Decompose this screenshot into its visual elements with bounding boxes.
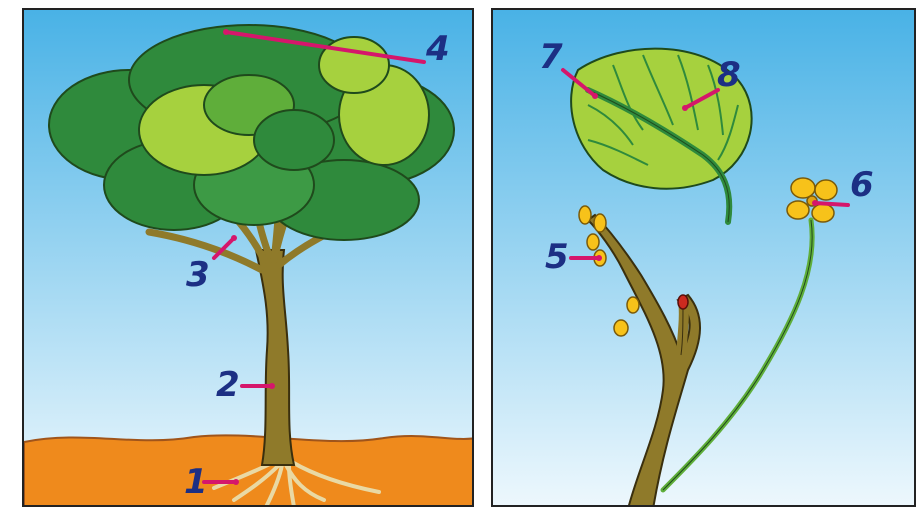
tree-illustration bbox=[24, 10, 474, 507]
label-4: 4 bbox=[426, 32, 450, 66]
red-bud bbox=[678, 295, 688, 309]
tree-panel: 1 2 3 4 bbox=[22, 8, 474, 507]
label-1: 1 bbox=[184, 465, 208, 499]
label-6: 6 bbox=[850, 168, 874, 202]
plant-parts-panel: 5 6 7 8 bbox=[491, 8, 916, 507]
label-8: 8 bbox=[717, 58, 741, 92]
pointer-6 bbox=[815, 203, 848, 205]
label-7: 7 bbox=[539, 40, 563, 74]
label-5: 5 bbox=[545, 240, 569, 274]
label-2: 2 bbox=[216, 368, 240, 402]
soil bbox=[24, 435, 474, 507]
label-3: 3 bbox=[186, 258, 210, 292]
